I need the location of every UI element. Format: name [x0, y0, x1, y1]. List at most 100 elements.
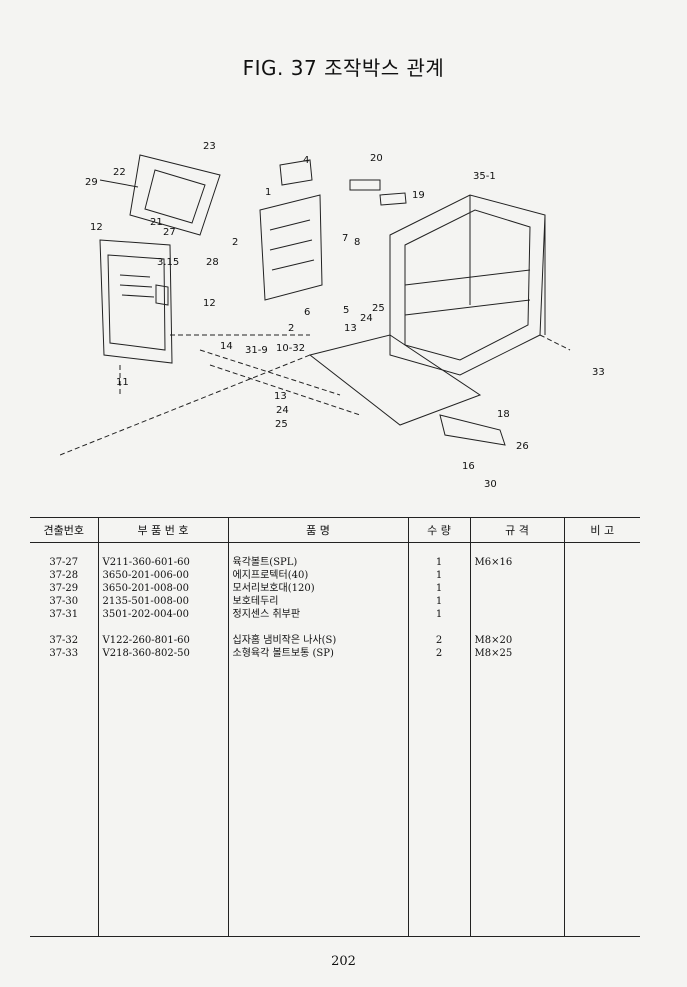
callout: 13 — [344, 323, 357, 334]
diagram-svg: 23 22 29 4 20 19 35-1 1 12 21 27 2 7 8 3… — [59, 141, 605, 490]
callout: 23 — [203, 141, 216, 152]
callout: 30 — [484, 479, 497, 490]
table-spacer — [30, 542, 640, 556]
callout: 33 — [592, 367, 605, 378]
cell-note — [563, 556, 640, 569]
control-box-cover — [99, 239, 173, 364]
callout: 2 — [288, 323, 294, 334]
table-header-row: 견출번호 부 품 번 호 품 명 수 량 규 격 비 고 — [30, 517, 640, 543]
callout: 24 — [276, 405, 289, 416]
cell-name: 육각볼트(SPL) — [227, 556, 408, 569]
cell-spec — [469, 595, 564, 608]
cell-spec — [469, 608, 564, 621]
callout: 25 — [372, 303, 385, 314]
cell-qty: 2 — [407, 634, 470, 647]
table-row: 37-31 3501-202-004-00 정지센스 취부판 1 — [30, 608, 640, 621]
cell-part-no: V122-260-801-60 — [97, 634, 228, 647]
cell-part-no: V218-360-802-50 — [97, 647, 228, 660]
col-header-qty: 수 량 — [407, 517, 470, 543]
cell-note — [563, 608, 640, 621]
cell-note — [563, 582, 640, 595]
col-header-part-no: 부 품 번 호 — [97, 517, 228, 543]
table-row: 37-27 V211-360-601-60 육각볼트(SPL) 1 M6×16 — [30, 556, 640, 569]
cell-ref: 37-28 — [49, 570, 79, 581]
cell-name: 소형육각 볼트보통 (SP) — [227, 647, 408, 660]
cell-qty: 1 — [407, 569, 470, 582]
col-header-ref: 견출번호 — [30, 517, 98, 543]
cell-ref: 37-29 — [49, 583, 79, 594]
callout: 20 — [370, 153, 383, 164]
callout: 4 — [303, 155, 309, 166]
main-frame — [308, 194, 546, 446]
cell-name: 보호테두리 — [227, 595, 408, 608]
cell-ref: 37-33 — [49, 648, 79, 659]
leader-lines — [59, 334, 571, 456]
cell-ref: 37-31 — [49, 609, 79, 620]
callout: 12 — [90, 222, 103, 233]
callout: 12 — [203, 298, 216, 309]
callout: 21 — [150, 217, 163, 228]
col-header-note: 비 고 — [563, 517, 640, 543]
cell-ref: 37-30 — [49, 596, 79, 607]
table-row: 37-28 3650-201-006-00 에지프로텍터(40) 1 — [30, 569, 640, 582]
cell-qty: 1 — [407, 608, 470, 621]
callout: 25 — [275, 419, 288, 430]
cell-note — [563, 569, 640, 582]
cell-name: 에지프로텍터(40) — [227, 569, 408, 582]
cell-name: 모서리보호대(120) — [227, 582, 408, 595]
page-number: 202 — [331, 954, 356, 969]
callout: 8 — [354, 237, 360, 248]
cell-part-no: 2135-501-008-00 — [97, 595, 228, 608]
callout: 18 — [497, 409, 510, 420]
callout: 31-9 — [245, 345, 268, 356]
callout: 14 — [220, 341, 233, 352]
cell-spec: M6×16 — [469, 556, 564, 569]
upper-panel — [99, 154, 221, 236]
cell-spec — [469, 569, 564, 582]
callout: 11 — [116, 377, 129, 388]
callout: 2 — [232, 237, 238, 248]
callout: 35-1 — [473, 171, 496, 182]
cell-name: 정지센스 취부판 — [227, 608, 408, 621]
table-row: 37-29 3650-201-008-00 모서리보호대(120) 1 — [30, 582, 640, 595]
callout: 24 — [360, 313, 373, 324]
bracket-plate — [259, 159, 407, 301]
callout: 10-32 — [276, 343, 305, 354]
cell-spec: M8×20 — [469, 634, 564, 647]
cell-qty: 1 — [407, 556, 470, 569]
cell-qty: 1 — [407, 582, 470, 595]
cell-part-no: 3650-201-006-00 — [97, 569, 228, 582]
exploded-parts-diagram: 23 22 29 4 20 19 35-1 1 12 21 27 2 7 8 3… — [59, 135, 620, 495]
table-row: 37-33 V218-360-802-50 소형육각 볼트보통 (SP) 2 M… — [30, 647, 640, 660]
table-filler — [30, 660, 640, 937]
cell-part-no: 3501-202-004-00 — [97, 608, 228, 621]
cell-spec: M8×25 — [469, 647, 564, 660]
callout: 5 — [343, 305, 349, 316]
callout: 7 — [342, 233, 348, 244]
cell-part-no: V211-360-601-60 — [97, 556, 228, 569]
cell-part-no: 3650-201-008-00 — [97, 582, 228, 595]
table-spacer — [30, 621, 640, 634]
cell-ref: 37-27 — [49, 557, 79, 568]
table-row: 37-30 2135-501-008-00 보호테두리 1 — [30, 595, 640, 608]
col-header-name: 품 명 — [227, 517, 408, 543]
figure-title: FIG. 37 조작박스 관계 — [242, 56, 445, 80]
callout: 6 — [304, 307, 310, 318]
cell-spec — [469, 582, 564, 595]
cell-note — [563, 647, 640, 660]
cell-note — [563, 634, 640, 647]
parts-table: 견출번호 부 품 번 호 품 명 수 량 규 격 비 고 37-27 V211-… — [30, 517, 640, 937]
cell-qty: 1 — [407, 595, 470, 608]
callout-labels: 23 22 29 4 20 19 35-1 1 12 21 27 2 7 8 3… — [85, 141, 605, 490]
callout: 16 — [462, 461, 475, 472]
callout: 26 — [516, 441, 529, 452]
callout: 29 — [85, 177, 98, 188]
callout: 28 — [206, 257, 219, 268]
callout: 19 — [412, 190, 425, 201]
col-header-spec: 규 격 — [469, 517, 564, 543]
cell-ref: 37-32 — [49, 635, 79, 646]
table-row: 37-32 V122-260-801-60 십자홈 냄비작은 나사(S) 2 M… — [30, 634, 640, 647]
callout: 1 — [265, 187, 271, 198]
callout: 13 — [274, 391, 287, 402]
